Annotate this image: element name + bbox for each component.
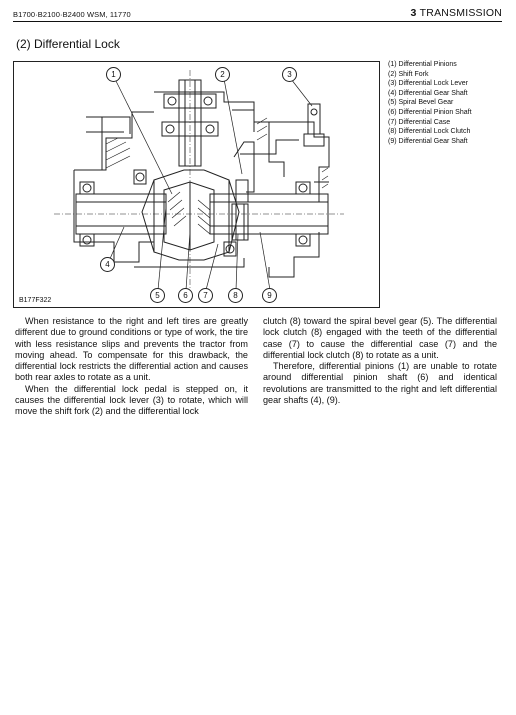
callout-7: 7 — [198, 288, 213, 303]
legend-item: (4) Differential Gear Shaft — [388, 89, 468, 97]
legend-item: (2) Shift Fork — [388, 70, 429, 78]
paragraph: clutch (8) toward the spiral bevel gear … — [263, 316, 497, 360]
callout-3: 3 — [282, 67, 297, 82]
lock-lever — [303, 103, 325, 147]
leader-lines — [108, 78, 313, 291]
legend-item: (9) Differential Gear Shaft — [388, 137, 468, 145]
paragraph: When the differential lock pedal is step… — [15, 383, 248, 417]
body-column-right: clutch (8) toward the spiral bevel gear … — [263, 316, 497, 406]
paragraph: When resistance to the right and left ti… — [15, 316, 248, 383]
callout-6: 6 — [178, 288, 193, 303]
callout-1: 1 — [106, 67, 121, 82]
paragraph: Therefore, differential pinions (1) are … — [263, 361, 497, 406]
bearings — [79, 169, 311, 257]
figure-code: B177F322 — [19, 297, 52, 304]
differential-cross-section-drawing — [54, 70, 344, 291]
body-column-left: When resistance to the right and left ti… — [15, 316, 248, 418]
centerlines — [54, 70, 344, 290]
header-rule — [13, 21, 502, 22]
callout-4: 4 — [100, 257, 115, 272]
header-model-line: B1700·B2100·B2400 WSM, 11770 — [13, 10, 131, 19]
differential-lock-figure: 1 2 3 4 5 6 7 8 9 B177F322 — [13, 61, 380, 308]
hatching — [105, 117, 329, 189]
legend-item: (3) Differential Lock Lever — [388, 80, 469, 88]
housing — [73, 91, 330, 278]
legend-item: (1) Differential Pinions — [388, 61, 457, 68]
header-section-number: 3 — [410, 7, 417, 19]
shift-fork — [233, 139, 299, 203]
header-section-title: TRANSMISSION — [419, 7, 502, 19]
legend-item: (7) Differential Case — [388, 118, 451, 126]
page-title: (2) Differential Lock — [16, 37, 120, 51]
header-section: 3 TRANSMISSION — [411, 7, 503, 19]
legend-item: (5) Spiral Bevel Gear — [388, 99, 454, 107]
parts-legend: (1) Differential Pinions (2) Shift Fork … — [388, 60, 472, 146]
callout-5: 5 — [150, 288, 165, 303]
pinion-gears — [167, 191, 211, 235]
legend-item: (8) Differential Lock Clutch — [388, 128, 471, 136]
callout-2: 2 — [215, 67, 230, 82]
callout-8: 8 — [228, 288, 243, 303]
lock-clutch — [231, 203, 249, 241]
legend-item: (6) Differential Pinion Shaft — [388, 108, 472, 116]
callout-9: 9 — [262, 288, 277, 303]
